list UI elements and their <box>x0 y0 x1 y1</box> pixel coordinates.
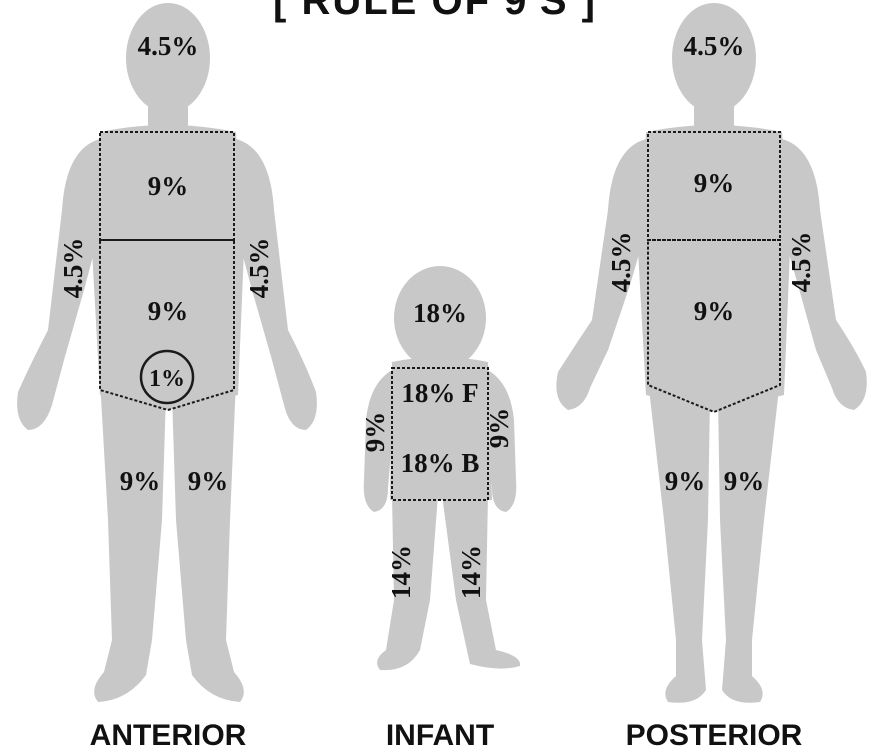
anterior-right-leg <box>172 380 244 702</box>
anterior-abdomen-label: 9% <box>148 296 189 326</box>
posterior-right-leg-label: 9% <box>724 466 765 496</box>
posterior-right-leg <box>718 380 780 703</box>
infant-trunk-back-label: 18% B <box>401 448 480 478</box>
posterior-head-label: 4.5% <box>684 31 745 61</box>
anterior-chest-label: 9% <box>148 171 189 201</box>
infant-caption: INFANT <box>386 719 494 752</box>
anterior-right-arm-label: 4.5% <box>244 238 274 299</box>
anterior-genital-label: 1% <box>149 366 185 392</box>
infant-left-arm-label: 9% <box>360 412 390 453</box>
anterior-caption: ANTERIOR <box>90 719 247 752</box>
anterior-right-leg-label: 9% <box>188 466 229 496</box>
infant-trunk-front-label: 18% F <box>401 378 478 408</box>
posterior-left-leg <box>648 380 710 703</box>
anterior-left-arm-label: 4.5% <box>58 238 88 299</box>
posterior-upper-back-label: 9% <box>694 168 735 198</box>
anterior-left-leg-label: 9% <box>120 466 161 496</box>
infant-head-label: 18% <box>413 298 467 328</box>
posterior-right-arm-label: 4.5% <box>786 232 816 293</box>
diagram-title: [ RULE OF 9'S ] <box>273 0 597 23</box>
infant-right-arm-label: 9% <box>484 408 514 449</box>
posterior-figure: 4.5% 9% 9% 4.5% 4.5% 9% 9% POSTERIOR <box>556 3 866 752</box>
posterior-left-leg-label: 9% <box>665 466 706 496</box>
infant-figure: 18% 18% F 18% B 9% 9% 14% 14% INFANT <box>360 266 520 752</box>
posterior-lower-back-label: 9% <box>694 296 735 326</box>
anterior-left-leg <box>94 380 166 702</box>
posterior-caption: POSTERIOR <box>626 719 803 752</box>
posterior-left-arm-label: 4.5% <box>606 232 636 293</box>
infant-left-leg-label: 14% <box>386 545 416 599</box>
anterior-head-label: 4.5% <box>138 31 199 61</box>
anterior-figure: 4.5% 9% 9% 1% 4.5% 4.5% 9% 9% ANTERIOR <box>17 3 317 752</box>
infant-right-leg-label: 14% <box>456 545 486 599</box>
